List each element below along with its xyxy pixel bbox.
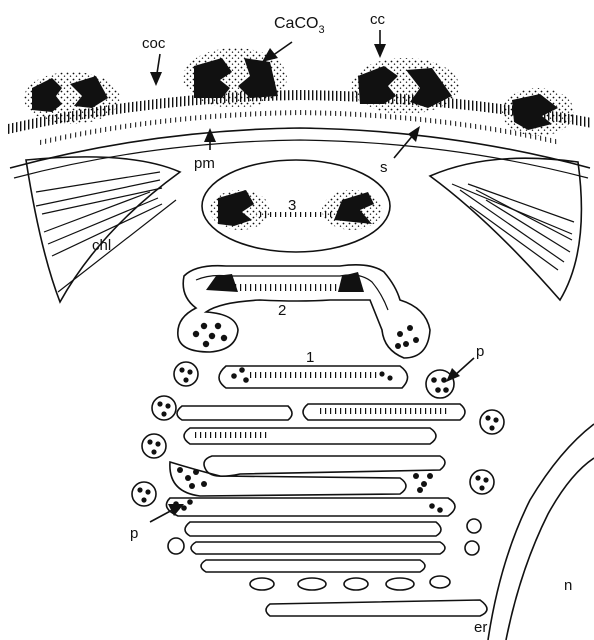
endoplasmic-reticulum [266, 600, 487, 616]
label-er: er [474, 619, 487, 636]
label-p-right: p [476, 343, 484, 360]
vesicle-p4 [132, 482, 156, 506]
small-vesicle-right-2 [465, 541, 479, 555]
label-stage-2: 2 [278, 302, 286, 319]
small-vesicle-right-1 [467, 519, 481, 533]
vesicle-p1 [174, 362, 198, 386]
label-p-left: p [130, 525, 138, 542]
label-cc: cc [370, 11, 386, 28]
label-pm: pm [194, 155, 215, 172]
label-n: n [564, 577, 572, 594]
surface-coccolith-3 [351, 58, 459, 114]
plasma-membrane [10, 128, 590, 168]
label-s: s [380, 159, 388, 176]
vesicle-p2 [152, 396, 176, 420]
vesicle-p6 [480, 410, 504, 434]
label-stage-1: 1 [306, 349, 314, 366]
chloroplast-right [430, 158, 581, 300]
chloroplast-left [26, 157, 180, 302]
label-coc: coc [142, 35, 166, 52]
label-stage-3: 3 [288, 197, 296, 214]
nucleus-envelope [488, 424, 594, 640]
small-vesicle-left [168, 538, 184, 554]
vesicle-p7 [470, 470, 494, 494]
label-chl: chl [92, 237, 111, 254]
vesicle-p3 [142, 434, 166, 458]
label-caco3: CaCO3 [274, 15, 325, 36]
surface-coccolith-1 [24, 72, 120, 124]
surface-coccolith-4 [502, 88, 574, 136]
golgi-stack [166, 366, 487, 616]
particle-vesicles [132, 362, 504, 555]
vesicle-stage-2 [178, 265, 430, 358]
